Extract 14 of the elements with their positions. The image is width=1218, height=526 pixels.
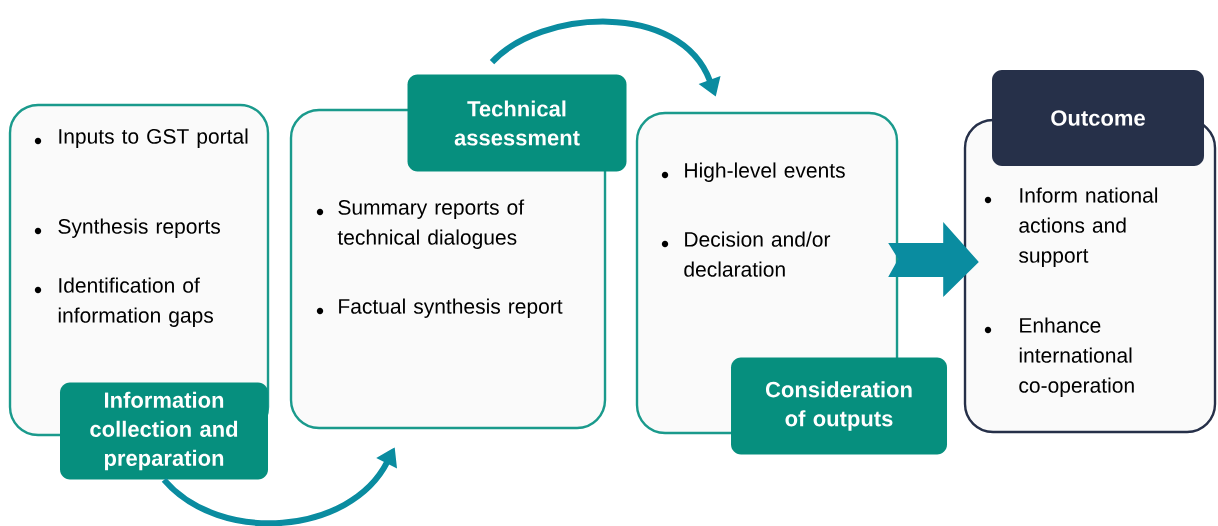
bullet-item: Identification of information gaps bbox=[34, 277, 213, 327]
bullet-item: Enhance international co-operation bbox=[984, 317, 1134, 397]
bullet-item: Inputs to GST portal bbox=[34, 128, 248, 148]
stage-tab: Outcome bbox=[992, 70, 1204, 166]
stage-tab: Consideration of outputs bbox=[731, 357, 947, 455]
bullet-item: Factual synthesis report bbox=[316, 298, 563, 318]
bullet-item: High-level events bbox=[661, 162, 845, 182]
stage-tab: Information collection and preparation bbox=[60, 382, 268, 480]
bullet-item: Synthesis reports bbox=[34, 218, 220, 238]
bullet-item: Summary reports of technical dialogues bbox=[316, 199, 525, 249]
bullet-item: Inform national actions and support bbox=[984, 187, 1158, 267]
arrow bbox=[888, 222, 979, 297]
bullet-item: Decision and/or declaration bbox=[661, 231, 831, 277]
stage-tab: Technical assessment bbox=[407, 74, 627, 172]
